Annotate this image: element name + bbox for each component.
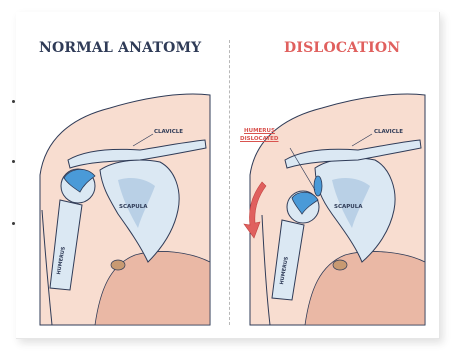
normal-anatomy-title: NORMAL ANATOMY [39,40,201,56]
panel-divider [229,40,230,325]
normal-clavicle-label: CLAVICLE [154,129,183,135]
margin-dot [12,160,15,163]
illustration-card: NORMAL ANATOMY DISLOCATION CLAVICLE SCAP… [16,12,440,339]
normal-nipple [111,260,125,270]
margin-dot [12,100,15,103]
normal-scapula-label: SCAPULA [119,204,148,210]
dislocated-label-line1: HUMERUS [244,128,275,134]
dislocation-glenoid [314,176,322,196]
dislocated-label-line2: DISLOCATED [240,136,279,142]
margin-dot [12,222,15,225]
dislocation-title: DISLOCATION [284,40,400,56]
dislocation-nipple [333,260,347,270]
dislocation-scapula-label: SCAPULA [334,204,363,210]
dislocation-clavicle-label: CLAVICLE [374,129,403,135]
anatomy-illustration [16,12,439,338]
